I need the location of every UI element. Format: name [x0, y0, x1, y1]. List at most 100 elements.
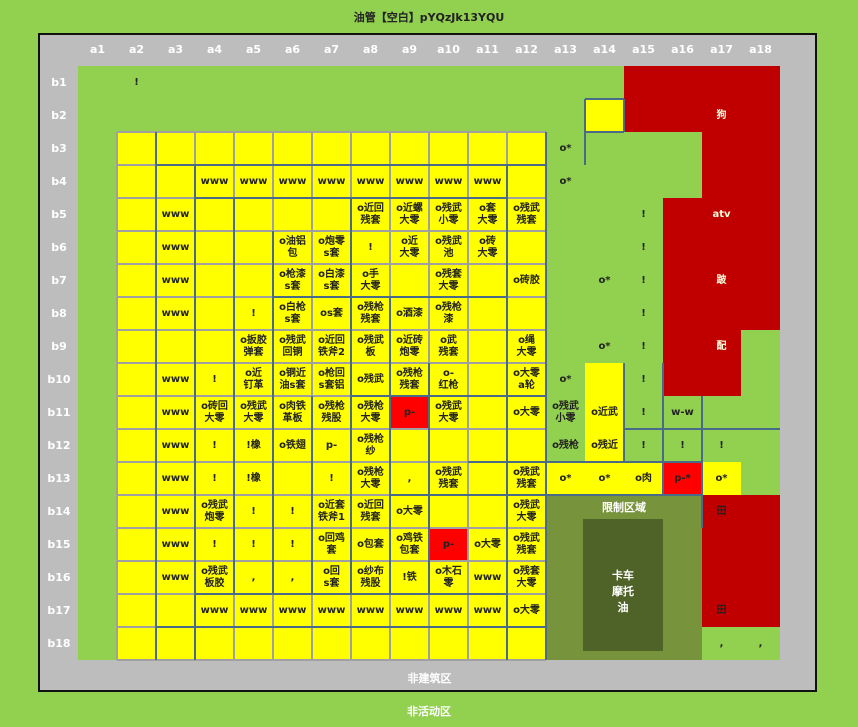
cell-label: o炮零 s套	[318, 235, 345, 259]
wall-segment	[117, 329, 546, 331]
col-header-a15: a15	[632, 43, 655, 56]
cell-label: o残武 池	[435, 235, 462, 259]
cell-label: o白枪 s套	[279, 301, 306, 325]
cell-label: www	[200, 604, 229, 616]
non-building-area-label: 非建筑区	[407, 672, 452, 685]
wall-segment	[351, 395, 546, 397]
cell-label: o套 大零	[477, 202, 498, 226]
cell-label: o纱布 残股	[357, 565, 384, 589]
cell-label: www	[395, 175, 424, 187]
cell-label: !	[212, 472, 217, 484]
cell-label: o肉铁 革板	[279, 400, 306, 424]
cell-label: o残枪	[552, 439, 579, 451]
row-header-b5: b5	[51, 208, 67, 221]
cell-label: o白漆 s套	[318, 268, 345, 292]
wall-segment	[585, 131, 624, 133]
cell-label: !橡	[246, 472, 261, 484]
cell-label: ,	[290, 571, 295, 583]
cell-label: www	[161, 406, 190, 418]
cell-label: o残枪 残股	[318, 400, 345, 424]
cell-label: www	[161, 373, 190, 385]
cell-label: www	[356, 604, 385, 616]
cell-label: 配	[716, 340, 727, 352]
cell-label: !	[641, 208, 646, 220]
col-header-a3: a3	[167, 43, 184, 56]
cell-label: ,	[719, 637, 724, 649]
cell-label: !	[641, 340, 646, 352]
row-header-b7: b7	[51, 274, 67, 287]
cell-label: o残武 残套	[513, 202, 540, 226]
cell-label: o*	[559, 175, 572, 187]
wall-segment	[117, 494, 546, 496]
cell-label: atv	[712, 208, 731, 220]
highlight-cell	[663, 462, 702, 495]
cell-label: o砖胶	[513, 274, 540, 286]
restricted-area-label: 限制区域	[602, 501, 646, 514]
cell-label: !	[134, 76, 139, 88]
row-header-b10: b10	[47, 373, 71, 386]
cell-label: www	[278, 175, 307, 187]
wall-segment	[546, 494, 702, 496]
cell-label: www	[278, 604, 307, 616]
wall-segment	[117, 230, 546, 232]
cell-label: www	[473, 175, 502, 187]
cell-label: www	[161, 274, 190, 286]
cell-label: o鸡铁 包套	[396, 532, 423, 556]
cell-label: o残武 残套	[513, 466, 540, 490]
cell-label: www	[161, 472, 190, 484]
wall-segment	[506, 165, 508, 660]
cell-label: o近 钉革	[243, 367, 264, 391]
col-header-a9: a9	[401, 43, 418, 56]
wall-segment	[311, 396, 313, 594]
cell-label: !	[329, 472, 334, 484]
wall-segment	[194, 165, 196, 660]
col-header-a17: a17	[710, 43, 733, 56]
cell-label: www	[161, 571, 190, 583]
cell-label: o*	[559, 142, 572, 154]
cell-label: o近回 残套	[357, 202, 384, 226]
row-header-b18: b18	[47, 637, 71, 650]
col-header-a11: a11	[476, 43, 499, 56]
col-header-a14: a14	[593, 43, 616, 56]
cell-label: o- 红枪	[438, 367, 459, 391]
wall-segment	[117, 395, 546, 397]
cell-label: www	[395, 604, 424, 616]
cell-label: !	[290, 505, 295, 517]
cell-label: www	[161, 241, 190, 253]
cell-label: o近螺 大零	[396, 202, 423, 226]
col-header-a12: a12	[515, 43, 538, 56]
col-header-a16: a16	[671, 43, 694, 56]
cell-label: !	[251, 538, 256, 550]
cell-label: o近回 残套	[357, 499, 384, 523]
cell-label: www	[239, 604, 268, 616]
wall-segment	[117, 131, 546, 133]
red-zone-field	[702, 495, 780, 627]
green-notch-2	[741, 330, 780, 396]
row-header-b11: b11	[47, 406, 71, 419]
cell-label: www	[200, 175, 229, 187]
cell-label: o残套 大零	[513, 565, 540, 589]
wall-segment	[273, 296, 507, 298]
cell-label: o残武 板	[357, 334, 384, 358]
cell-label: p-*	[674, 472, 691, 484]
cell-label: o残武 残套	[435, 466, 462, 490]
cell-label: o残枪 漆	[435, 301, 462, 325]
cell-label: o大零	[513, 406, 540, 418]
cell-label: o肉	[635, 472, 652, 484]
row-header-b17: b17	[47, 604, 71, 617]
cell-label: !	[641, 373, 646, 385]
cell-label: o近砖 炮零	[396, 334, 423, 358]
cell-label: o*	[598, 340, 611, 352]
row-header-b9: b9	[51, 340, 67, 353]
wall-segment	[390, 494, 546, 496]
cell-label: o武 残套	[438, 334, 459, 358]
cell-label: o*	[598, 274, 611, 286]
cell-label: o残武 小零	[435, 202, 462, 226]
cell-label: o油铝 包	[279, 235, 306, 259]
cell-label: o*	[598, 472, 611, 484]
col-header-a7: a7	[323, 43, 340, 56]
wall-segment	[195, 593, 507, 595]
cell-label: o残武 回铜	[279, 334, 306, 358]
wall-segment	[272, 231, 274, 594]
cell-label: www	[473, 571, 502, 583]
